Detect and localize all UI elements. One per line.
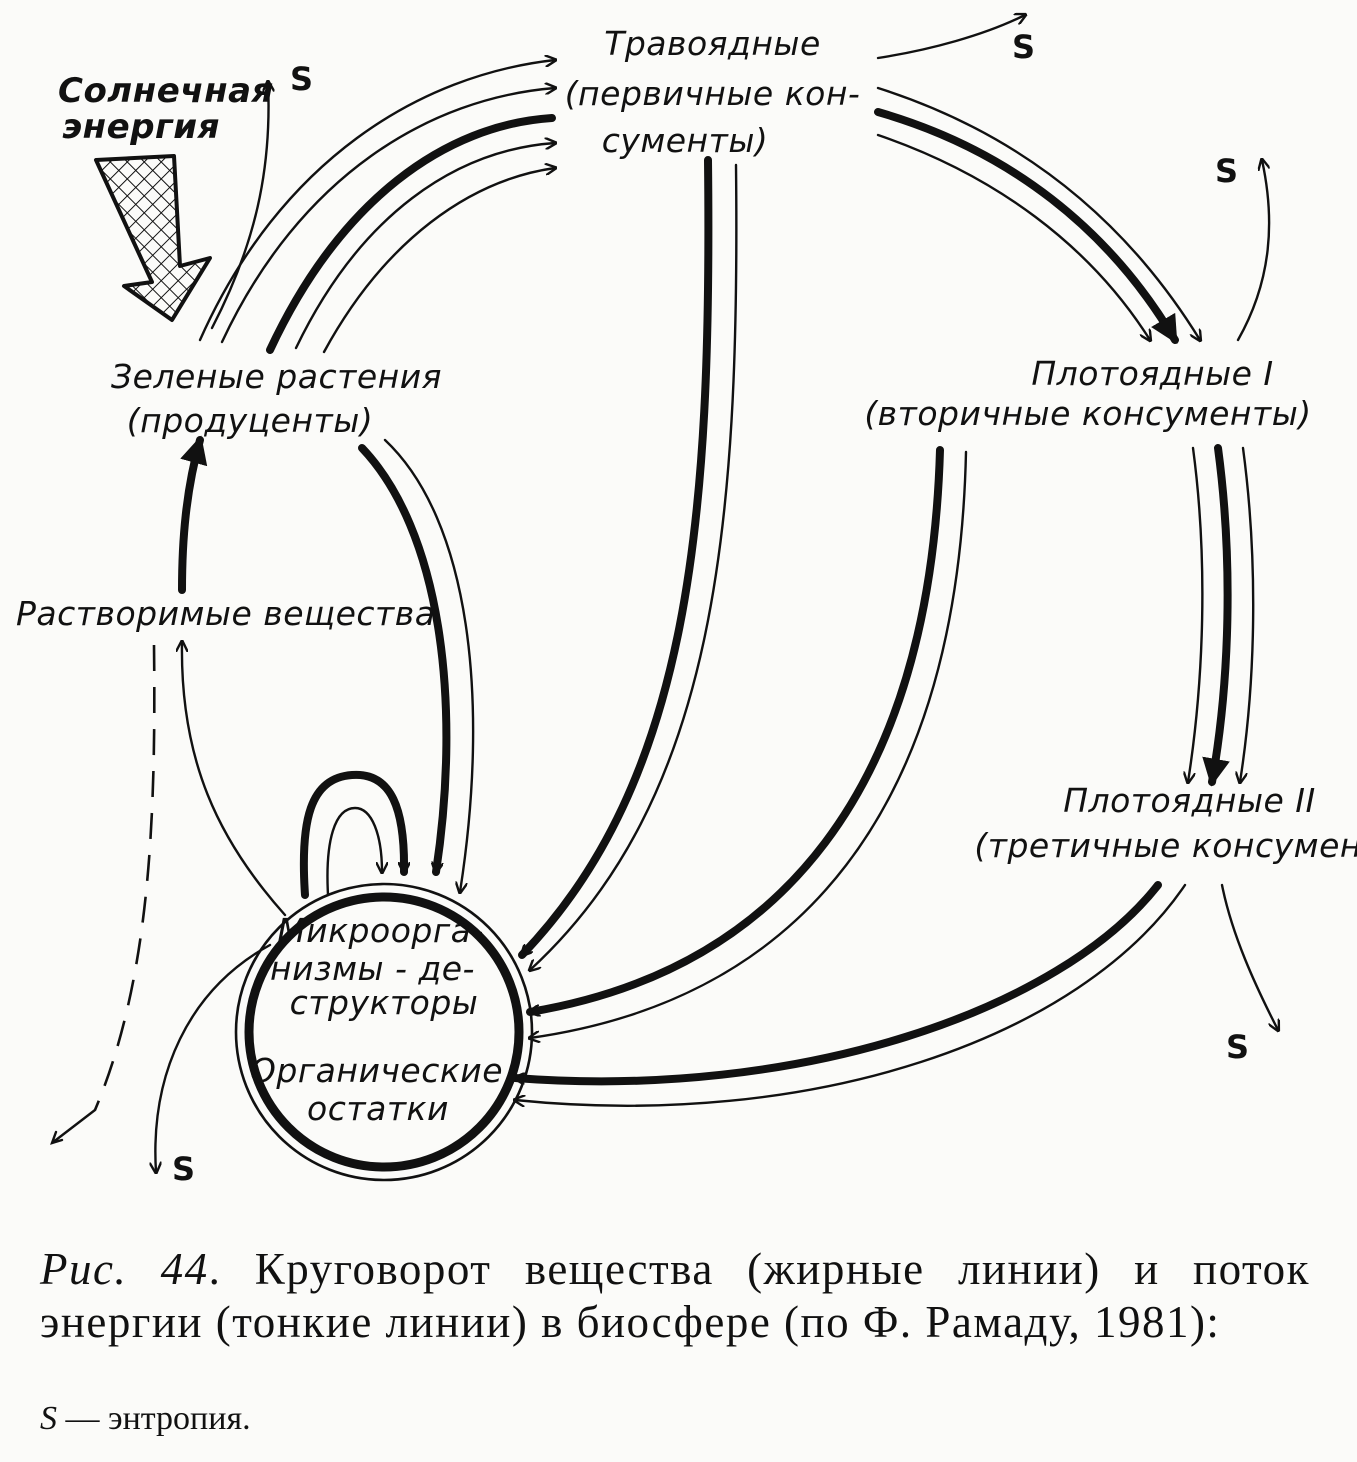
decomposers-label: Микроорга- низмы - де- структоры bbox=[270, 911, 495, 1022]
organic-remains-label: Органические остатки bbox=[250, 1051, 514, 1128]
carnivores2-to-decomposers-flows bbox=[511, 881, 1187, 1106]
plants-entropy-arrow bbox=[210, 82, 269, 330]
carn1-carn2-matter bbox=[1202, 444, 1232, 787]
herb-carn1-matter bbox=[874, 108, 1179, 345]
plants-label: Зеленые растения (продуценты) bbox=[111, 357, 453, 440]
carnivores1-entropy-arrow bbox=[1236, 160, 1271, 342]
figure-number: Рис. 44 bbox=[40, 1244, 209, 1294]
decomposers-entropy-arrow bbox=[155, 943, 272, 1172]
entropy-label-plants: S bbox=[290, 60, 313, 98]
caption-text: . Круговорот вещества (жирные линии) и п… bbox=[40, 1244, 1310, 1347]
carn1-carn2-energy-1 bbox=[1188, 446, 1204, 782]
decomposer-self-loop bbox=[299, 770, 404, 899]
plants-decomp-matter bbox=[358, 444, 451, 876]
plants-herbivores-energy-3 bbox=[294, 143, 555, 350]
self-loop-energy bbox=[326, 806, 382, 897]
plants-herbivores-matter bbox=[266, 114, 556, 354]
carn1-decomp-energy bbox=[530, 450, 968, 1038]
entropy-label-carnivores2: S bbox=[1226, 1028, 1249, 1066]
figure-caption: Рис. 44. Круговорот вещества (жирные лин… bbox=[40, 1243, 1310, 1349]
herb-decomp-energy bbox=[530, 163, 738, 970]
plants-herbivores-energy-1 bbox=[198, 60, 555, 342]
soluble-to-plants-arrow bbox=[178, 435, 208, 594]
plants-to-decomposers-flows bbox=[358, 438, 475, 892]
herb-carn1-energy-2 bbox=[876, 133, 1150, 340]
carn2-decomp-matter bbox=[511, 881, 1162, 1086]
carnivores1-label: Плотоядные I (вторичные консументы) bbox=[864, 354, 1311, 433]
carnivores2-entropy-arrow bbox=[1220, 883, 1278, 1030]
carn1-carn2-energy-2 bbox=[1240, 446, 1255, 782]
soluble-leaching-dashed-arrow bbox=[93, 644, 156, 1111]
plants-decomp-energy bbox=[383, 438, 475, 892]
decomposers-to-soluble-arrow bbox=[182, 642, 287, 917]
sun-energy-arrow bbox=[94, 154, 212, 322]
entropy-label-carnivores1: S bbox=[1215, 152, 1238, 190]
entropy-note-text: — энтропия. bbox=[57, 1400, 251, 1437]
herb-carn1-energy-1 bbox=[876, 86, 1200, 340]
plants-herbivores-energy-4 bbox=[322, 168, 555, 354]
entropy-note: S — энтропия. bbox=[40, 1400, 251, 1438]
entropy-label-decomposers: S bbox=[172, 1150, 195, 1188]
carnivores1-to-carnivores2-flows bbox=[1188, 444, 1255, 787]
plants-herbivores-energy-2 bbox=[220, 88, 555, 344]
herbivores-label: Травоядные (первичные кон- сументы) bbox=[565, 24, 872, 160]
ecosystem-cycle-diagram: Солнечная энергия Травоядные (первичные … bbox=[16, 0, 1357, 1188]
leaching-arrowhead bbox=[50, 1108, 97, 1145]
entropy-note-symbol: S bbox=[40, 1400, 57, 1437]
herbivores-entropy-arrow bbox=[876, 15, 1025, 60]
carnivores2-label: Плотоядные II (третичные консументы) bbox=[974, 781, 1357, 865]
carnivores1-to-decomposers-flows bbox=[526, 446, 968, 1038]
decomposers-circle-thick bbox=[244, 892, 524, 1172]
soluble-substances-label: Растворимые вещества bbox=[16, 594, 435, 633]
carn1-decomp-matter bbox=[526, 446, 944, 1012]
self-loop-matter bbox=[299, 770, 404, 899]
herb-decomp-matter bbox=[518, 156, 713, 959]
sun-energy-label: Солнечная энергия bbox=[58, 71, 286, 147]
carn2-decomp-energy bbox=[515, 883, 1187, 1106]
decomposers-circle bbox=[234, 882, 534, 1182]
decomposers-circle-thin bbox=[234, 882, 534, 1182]
herbivores-to-decomposers-flows bbox=[518, 156, 738, 970]
entropy-label-herbivores: S bbox=[1012, 28, 1035, 66]
herbivores-to-carnivores1-flows bbox=[874, 86, 1200, 345]
plants-to-herbivores-flows bbox=[198, 60, 556, 354]
